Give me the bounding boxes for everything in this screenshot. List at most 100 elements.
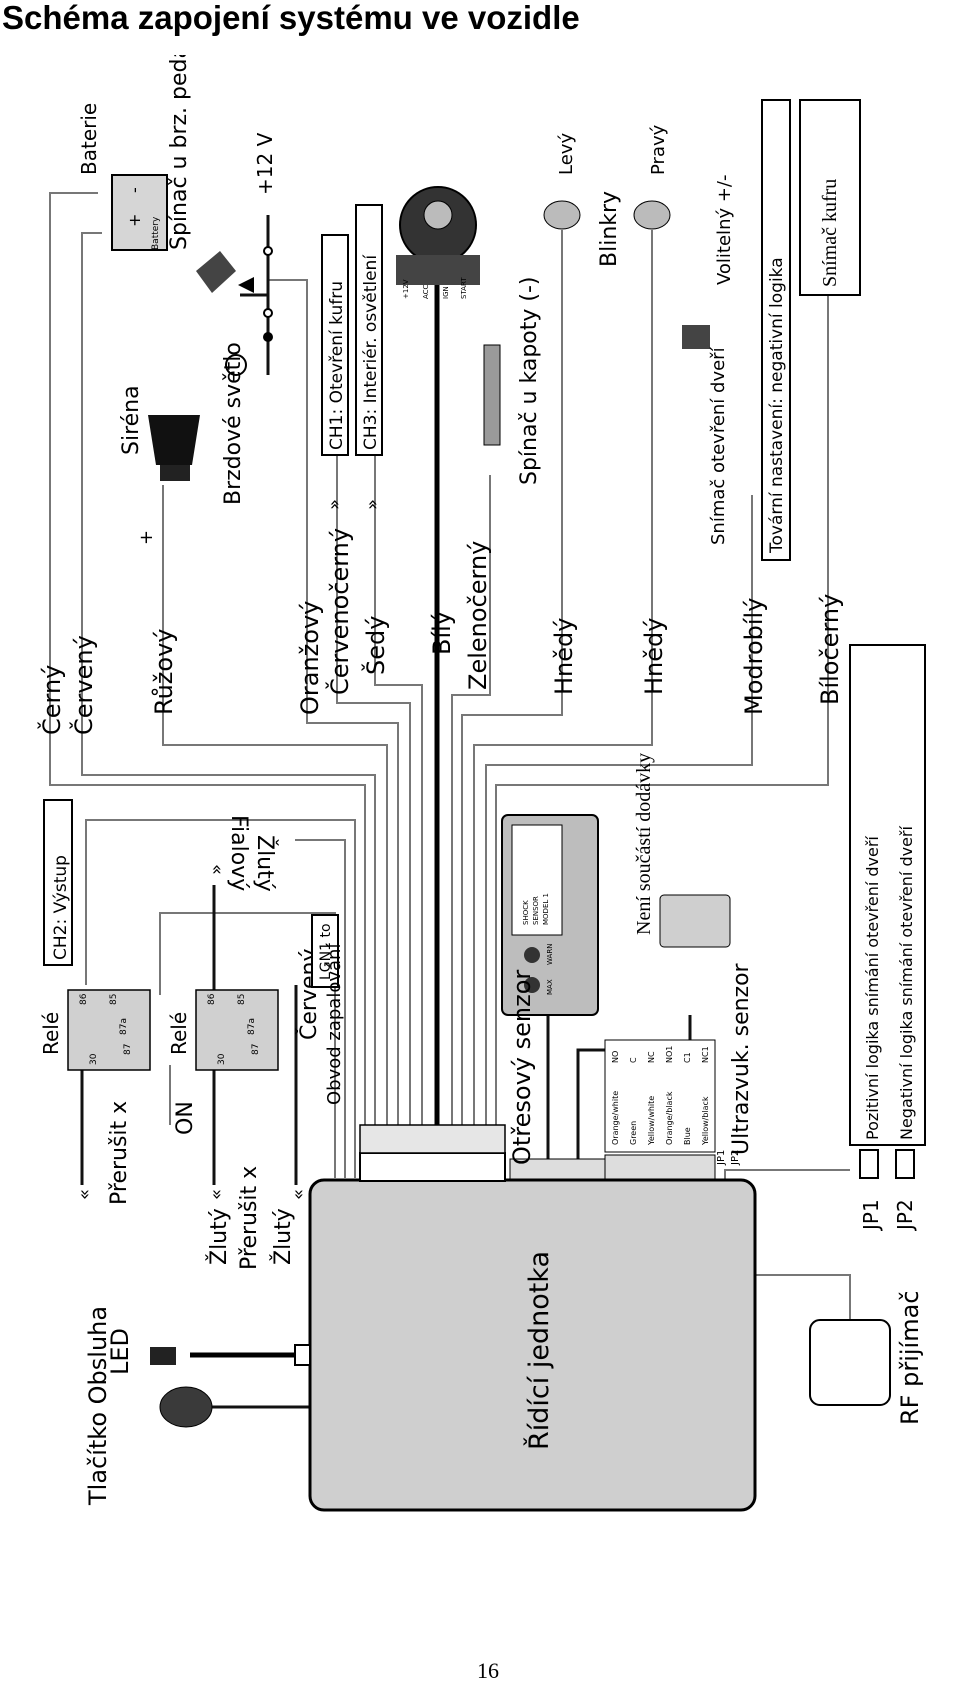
connector-table: Orange/white Green Yellow/white Orange/b… — [604, 1039, 716, 1153]
shock-pot-warn: WARN — [546, 944, 554, 965]
wire-pink — [162, 485, 388, 1178]
relay-on-label: ON — [173, 1101, 198, 1135]
hood-switch: Spínač u kapoty (-) — [483, 277, 542, 486]
relay-2-action: Přerušit x — [237, 1166, 262, 1270]
shock-sensor-text-2: SENSOR — [532, 896, 540, 925]
lgn-label: LGN1 to — [318, 923, 334, 980]
left-indicator-label: Levý — [556, 133, 577, 175]
ignition-pin-acc: ACC — [422, 284, 430, 299]
relay-1-action: Přerušit x — [107, 1101, 132, 1205]
brake-switch-contact2-icon — [263, 308, 273, 318]
ch1-box — [321, 234, 349, 456]
jp1-icon — [859, 1149, 879, 1179]
siren-base — [160, 465, 190, 481]
battery-minus: - — [125, 187, 144, 193]
battery-body — [111, 174, 168, 251]
indicators: Levý Pravý Blinkry — [543, 124, 671, 267]
wire-label-orange: Oranžový — [296, 601, 324, 715]
led-and-button: LED Tlačítko Obsluha — [84, 1306, 213, 1506]
shock-sensor-text-1: SHOCK — [522, 900, 530, 925]
page-number: 16 — [477, 1658, 499, 1683]
brake-pedal-icon — [196, 251, 236, 293]
ch2-box — [43, 799, 73, 966]
wire-label-white: Bílý — [428, 611, 456, 655]
door-sensor-icon — [682, 325, 710, 349]
ultrasonic-icon — [659, 894, 731, 948]
shock-pot-warn-icon — [524, 947, 540, 963]
ch1-arrow-icon: » — [324, 499, 345, 510]
hood-switch-label: Spínač u kapoty (-) — [517, 277, 542, 486]
connector-color-5: Yellow/black — [701, 1096, 710, 1146]
jp1-label: JP1 — [859, 1199, 883, 1232]
page-title: Schéma zapojení systému ve vozidle — [2, 0, 580, 36]
wire-red — [81, 232, 376, 1178]
relay-1-pin-30: 30 — [89, 1053, 99, 1065]
brake-light-label: Brzdové světlo — [221, 342, 246, 505]
battery-device-text: Battery — [151, 216, 161, 250]
relay-1-pin-86: 86 — [79, 993, 89, 1005]
wire-label-whiteblack: Bíločerný — [816, 594, 844, 705]
control-unit-label: Řídící jednotka — [523, 1251, 555, 1450]
connector-table-rows: Orange/white Green Yellow/white Orange/b… — [611, 1046, 710, 1146]
ignition-key-icon — [423, 200, 453, 230]
ignition-circuit-label: Obvod zapalování — [324, 943, 345, 1105]
battery: + - Battery Baterie — [77, 103, 168, 251]
battery-plus: + — [125, 214, 144, 227]
wire-bluewhite — [485, 495, 753, 1178]
relay-2-label: Relé — [167, 1012, 191, 1055]
relay-1-pin-85: 85 — [109, 994, 119, 1005]
connector-color-3: Orange/black — [665, 1091, 674, 1145]
brake-switch: Spínač u brz. pedálu +12 V — [167, 55, 277, 342]
wires — [49, 192, 851, 1409]
wire-label-redblack: Červenočerný — [324, 528, 354, 695]
relay-2-pin-85: 85 — [237, 994, 247, 1005]
ch3-arrow-icon: » — [362, 499, 383, 510]
jp1-small: JP1 — [716, 1150, 727, 1166]
wire-relay-yellow-top — [295, 839, 346, 1178]
wire-label-grey: Šedý — [360, 616, 390, 675]
jp2-small: JP2 — [730, 1150, 741, 1166]
indicators-label: Blinkry — [597, 191, 622, 267]
wire-label-red: Červený — [68, 635, 98, 735]
brake-bulb-icon — [225, 354, 247, 376]
brake-switch-voltage: +12 V — [253, 132, 277, 195]
relay-1-pin-87: 87 — [123, 1044, 133, 1055]
wire-brown-right — [473, 230, 653, 1178]
right-indicator-icon — [633, 200, 671, 230]
relay-1-pin-87a: 87a — [119, 1018, 129, 1035]
ch3-label: CH3: Interiér. osvětlení — [361, 254, 381, 450]
rf-receiver-label: RF přijímač — [896, 1291, 924, 1426]
relay-arrows-4-icon: » — [206, 864, 227, 875]
shock-sensor-text-3: MODEL 1 — [542, 893, 550, 925]
ultrasonic-label: Ultrazvuk. senzor — [729, 962, 754, 1155]
connector-code-1: C — [629, 1057, 638, 1063]
connector-code-0: NO — [611, 1051, 620, 1063]
led-label: LED — [106, 1328, 134, 1375]
shock-pot-max-icon — [524, 977, 540, 993]
siren-icon — [148, 415, 200, 465]
ignition-pin-start: START — [460, 277, 468, 299]
relay-1-body — [67, 989, 151, 1071]
siren: Siréna + — [119, 385, 200, 545]
ultrasonic-sensor: Není součástí dodávky Ultrazvuk. senzor — [633, 753, 754, 1155]
relay-2-pin-87a: 87a — [247, 1018, 257, 1035]
main-connector-pins — [359, 1124, 506, 1154]
wire-relay-violet — [85, 819, 356, 1178]
lgn-box — [311, 914, 339, 988]
relay-2-body — [195, 989, 279, 1071]
wiring-diagram: Řídící jednotka + - Battery Baterie Spín… — [36, 55, 926, 1512]
wire-label-pink: Růžový — [150, 629, 178, 716]
shock-pot-max: MAX — [546, 979, 554, 995]
ignition-pin-12v: +12V — [402, 279, 410, 299]
relay-yellow-2: Žlutý — [270, 1208, 296, 1265]
wire-whiteblack — [495, 295, 829, 1178]
ignition-switch: +12V ACC IGN START — [396, 186, 480, 299]
wire-redblack — [336, 455, 411, 1178]
jumper-legend-box — [849, 644, 926, 1146]
door-sensor: Volitelný +/- Snímač otevření dveří — [682, 175, 735, 545]
door-sensor-label: Snímač otevření dveří — [708, 346, 729, 545]
wire-labels: Černý Červený Růžový Oranžový Červenočer… — [36, 528, 844, 735]
relay-connector — [604, 1154, 716, 1180]
shock-sensor: SHOCK SENSOR MODEL 1 WARN MAX Otřesový s… — [501, 814, 599, 1165]
shock-sensor-panel — [511, 824, 563, 936]
